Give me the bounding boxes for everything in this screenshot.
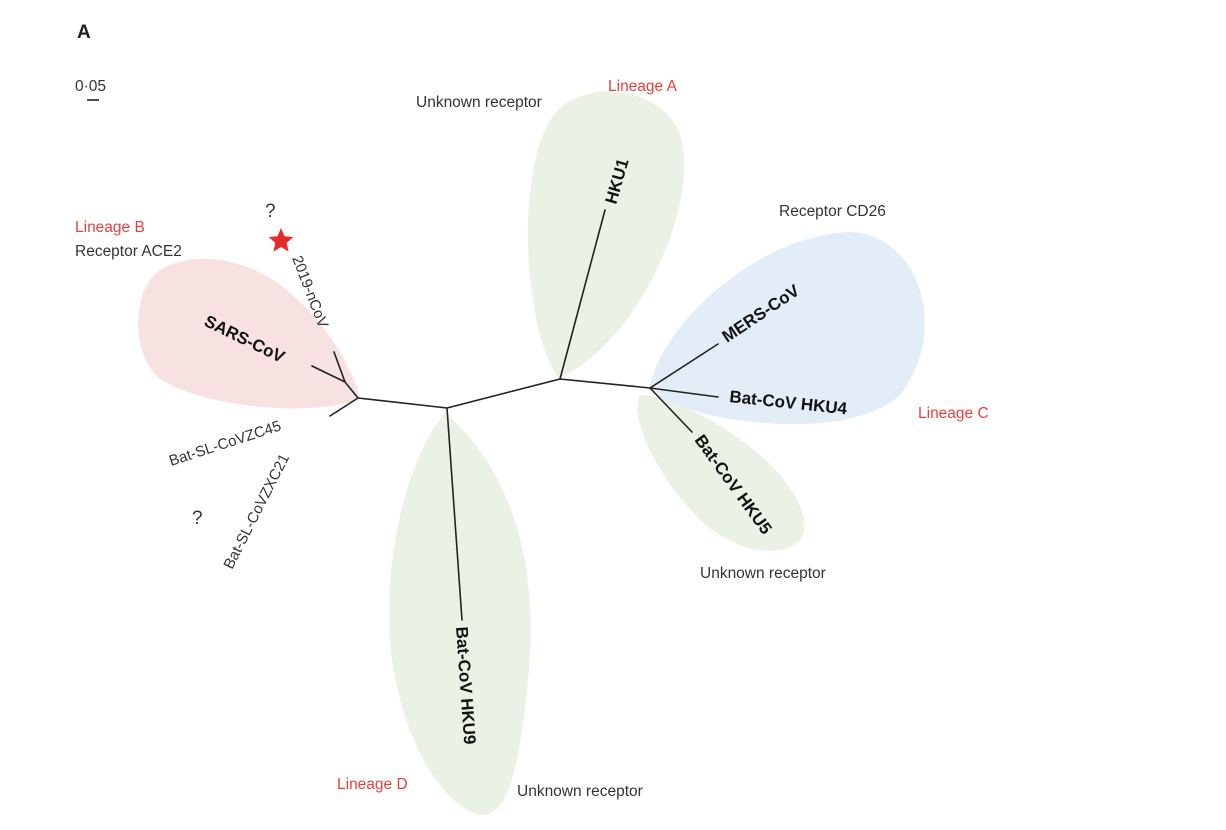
star-icon — [268, 228, 294, 252]
branch-mers — [649, 343, 719, 389]
lineage-c-label: Lineage C — [918, 405, 989, 422]
branch-internal-right — [559, 378, 651, 389]
clade-region-lineage-d — [389, 412, 531, 816]
clade-region-lineage-a — [527, 91, 685, 378]
taxon-zxc21: Bat-SL-CoVZXC21 — [220, 451, 293, 572]
branch-hku4 — [649, 387, 719, 398]
lineage-d-label: Lineage D — [337, 776, 408, 793]
branch-hku1 — [559, 209, 606, 380]
branch-sars — [311, 365, 346, 383]
branch-sars-clade — [344, 381, 359, 399]
receptor-lineage-a: Unknown receptor — [416, 94, 542, 111]
clade-region-lineage-c — [650, 232, 925, 425]
lineage-b-label: Lineage B — [75, 219, 145, 236]
receptor-lineage-b: Receptor ACE2 — [75, 243, 182, 260]
receptor-hku5: Unknown receptor — [700, 565, 826, 582]
branch-internal-left — [357, 397, 448, 409]
scale-bar-label: 0·05 — [75, 78, 106, 95]
branch-bat-sl — [329, 397, 359, 417]
receptor-lineage-d: Unknown receptor — [517, 783, 643, 800]
tree-branches — [311, 209, 719, 621]
clade-region-lineage-b — [138, 258, 360, 409]
clade-region-hku5 — [637, 395, 805, 551]
taxon-zc45: Bat-SL-CoVZC45 — [167, 418, 283, 470]
branch-hku5 — [649, 387, 693, 433]
lineage-a-label: Lineage A — [608, 78, 678, 95]
branch-internal-center — [446, 378, 561, 409]
branch-hku9 — [446, 407, 463, 621]
question-mark-bottom: ? — [192, 508, 203, 529]
branch-ncov — [333, 351, 346, 383]
panel-label: A — [77, 22, 91, 43]
receptor-lineage-c: Receptor CD26 — [779, 203, 886, 220]
question-mark-top: ? — [265, 201, 276, 222]
